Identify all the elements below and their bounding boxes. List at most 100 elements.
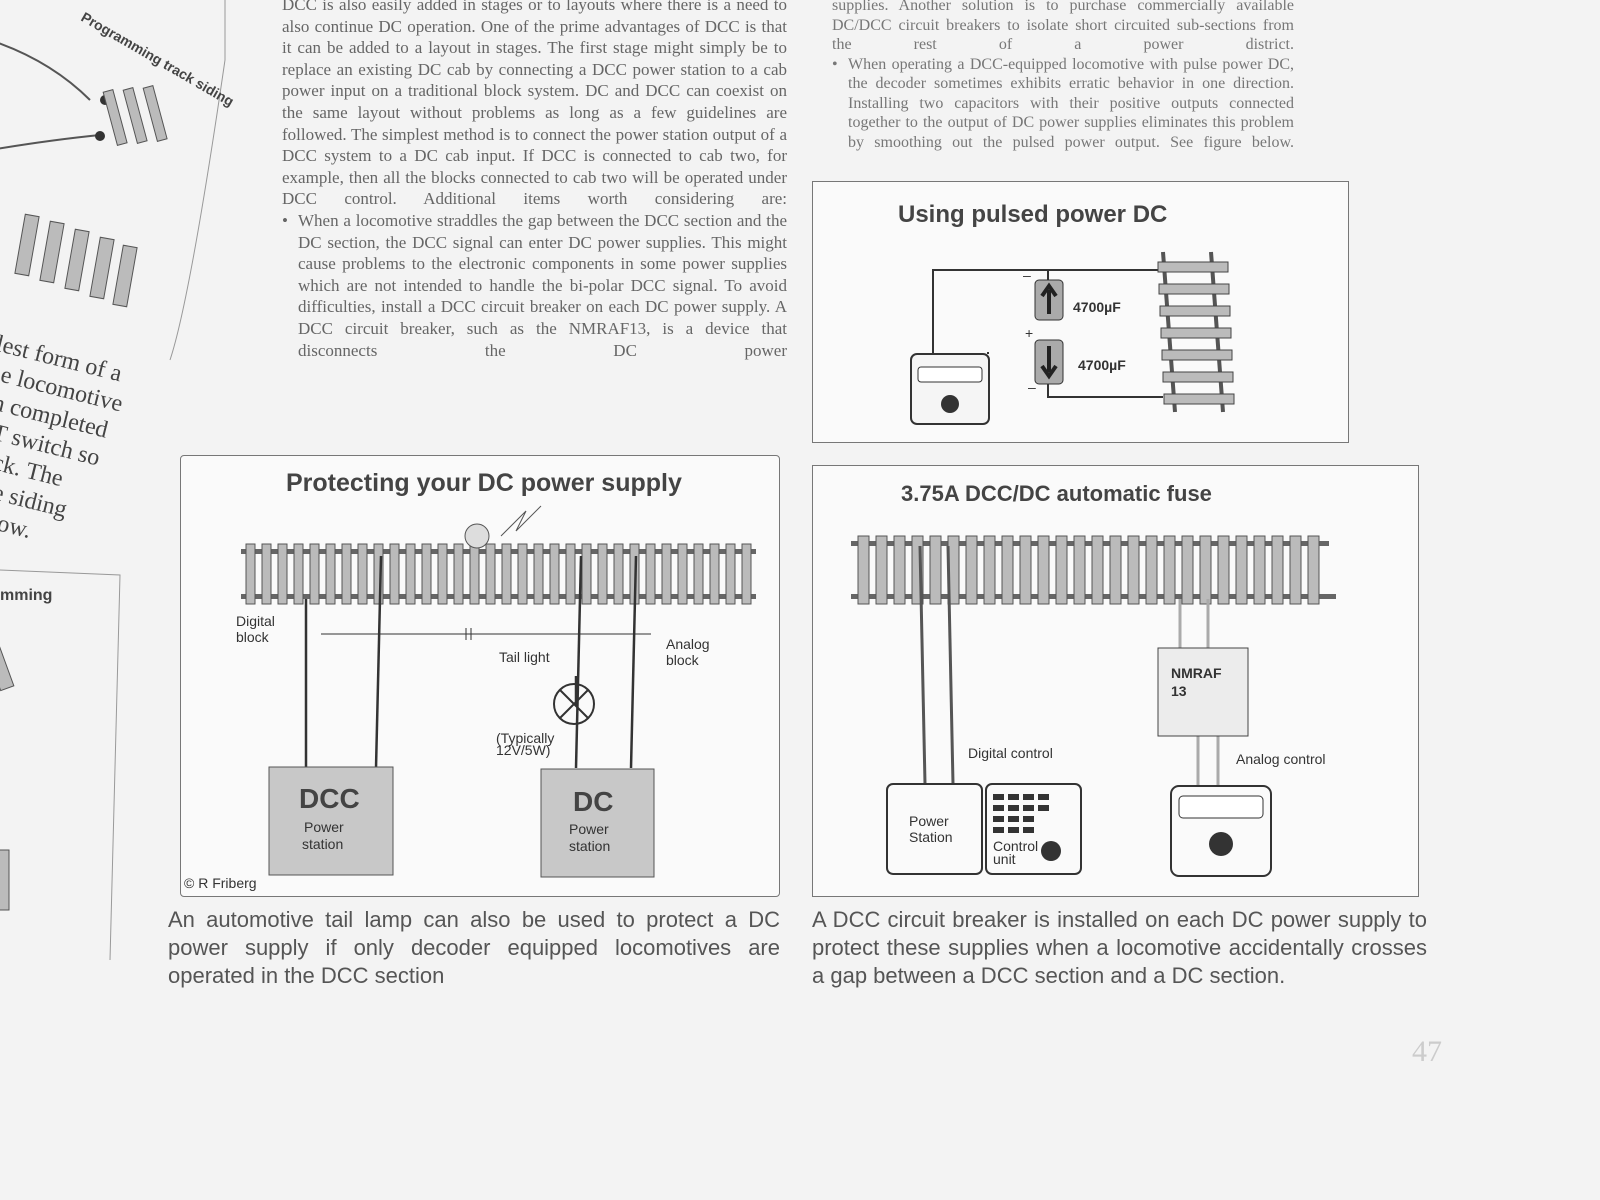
keypad-key [993,816,1004,822]
box-label: Power [569,821,609,837]
figure-title: Using pulsed power DC [898,201,1167,228]
left-page-diagrams: Programming track siding mming [0,0,237,961]
power-supply-icon [910,353,990,425]
keypad-key [1023,816,1034,822]
track-tie [965,535,978,605]
track-tie [1037,535,1050,605]
track-tie [1019,535,1032,605]
dc-power-station-box: DC Power station [540,768,655,878]
box-label: Control [993,838,1038,854]
box-label: Power [304,819,344,835]
track-tie [741,543,752,605]
figure-title: Protecting your DC power supply [286,469,682,497]
keypad-key [1023,794,1034,800]
programming-label: mming [0,587,52,604]
track-tie [709,543,720,605]
track-tie [485,543,496,605]
credit: © R Friberg [184,875,257,891]
figure-title: 3.75A DCC/DC automatic fuse [901,481,1212,506]
track-tie [309,543,320,605]
box-label: Station [909,829,953,845]
track-tie [1091,535,1104,605]
track-tie [1109,535,1122,605]
figure-caption: A DCC circuit breaker is installed on ea… [812,907,1427,988]
track-tie [1199,535,1212,605]
track-tie [1235,535,1248,605]
tail-light-icon [553,683,595,725]
figure-caption: An automotive tail lamp can also be used… [168,907,780,988]
keypad-key [993,794,1004,800]
track-tie [1307,535,1320,605]
keypad-key [1008,827,1019,833]
track-tie [469,543,480,605]
dc-controller-box [1170,785,1272,877]
programming-track-label: Programming track siding [79,9,237,110]
track-tie [1055,535,1068,605]
track-tie [453,543,464,605]
keypad-key [1038,805,1049,811]
track-tie [581,543,592,605]
body-paragraph: supplies. Another solution is to purchas… [832,0,1294,53]
track-tie [405,543,416,605]
box-label: station [302,836,343,852]
track-tie [517,543,528,605]
track-tie [911,535,924,605]
keypad-key [993,805,1004,811]
track-tie [929,535,942,605]
power-station-box: Power Station [886,783,983,875]
spark-icon [500,505,542,537]
capacitor-label: 4700µF [1078,357,1126,373]
track-tie [245,543,256,605]
analog-control-label: Analog control [1236,751,1326,767]
dcc-power-station-box: DCC Power station [268,766,394,876]
track-tie [549,543,560,605]
text-column-2: supplies. Another solution is to purchas… [832,0,1294,152]
track-tie [293,543,304,605]
typical-rating-label: 12V/5W) [496,742,550,758]
track-tie [1163,535,1176,605]
control-unit-box: Control unit [985,783,1082,875]
box-label: unit [993,851,1016,867]
track-tie [1271,535,1284,605]
track-icon [851,535,1336,605]
minus-sign: – [1023,267,1031,283]
typical-rating-label: (Typically [496,730,554,746]
analog-block-label: block [666,652,700,668]
track-tie [501,543,512,605]
track-tie [983,535,996,605]
track-tie [613,543,624,605]
track-tie [1289,535,1302,605]
keypad-key [1038,794,1049,800]
track-tie [597,543,608,605]
locomotive-wheel-icon [464,523,490,549]
track-tie [677,543,688,605]
keypad-key [1008,805,1019,811]
page-number: 47 [1412,1035,1442,1068]
digital-control-label: Digital control [968,745,1053,761]
track-tie [1127,535,1140,605]
digital-block-label: Digital [236,613,275,629]
keypad-key [1023,827,1034,833]
track-tie [1217,535,1230,605]
track-tie [373,543,384,605]
figure-protecting-dc: Protecting your DC power supply Digital … [180,455,780,897]
track-tie [893,535,906,605]
keypad-key [1008,794,1019,800]
track-tie [389,543,400,605]
track-tie [661,543,672,605]
track-tie [1001,535,1014,605]
bullet-paragraph: When operating a DCC-equipped locomotive… [832,55,1294,153]
keypad-key [993,827,1004,833]
analog-block-label: Analog [666,636,710,652]
track-tie [1181,535,1194,605]
keypad-key [1008,816,1019,822]
capacitor-label: 4700µF [1073,299,1121,315]
track-tie [857,535,870,605]
track-tie [341,543,352,605]
track-tie [437,543,448,605]
track-icon [1157,251,1235,413]
bullet-paragraph: When a locomotive straddles the gap betw… [282,210,787,361]
figure-pulsed-power: Using pulsed power DC 4700µF 4700µF – + … [812,181,1349,443]
text-column-1: DCC is also easily added in stages or to… [282,0,787,361]
track-tie [1253,535,1266,605]
